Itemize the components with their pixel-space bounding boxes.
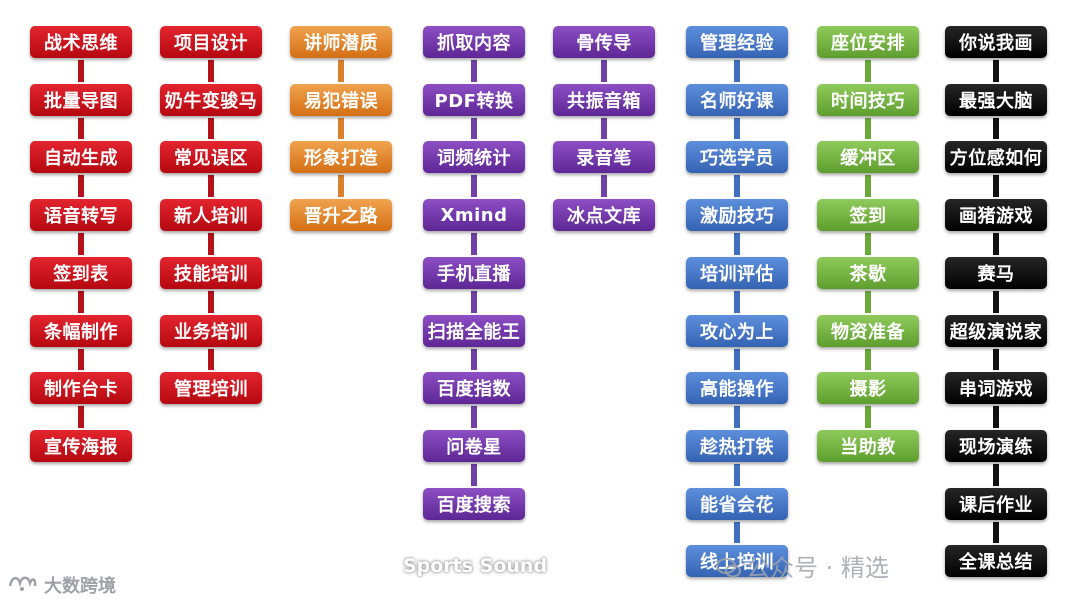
node-box: 技能培训 (160, 256, 262, 289)
node-box: 易犯错误 (290, 83, 392, 116)
node-box: 百度指数 (423, 372, 525, 405)
column-6: 管理经验名师好课巧选学员激励技巧培训评估攻心为上高能操作趁热打铁能省会花线上培训 (686, 0, 788, 607)
node-box: 批量导图 (30, 83, 132, 116)
column-3: 讲师潜质易犯错误形象打造晋升之路 (290, 0, 392, 607)
node-box: 能省会花 (686, 487, 788, 520)
node-box: 现场演练 (945, 429, 1047, 462)
connector-line (734, 42, 740, 562)
node-box: 抓取内容 (423, 26, 525, 58)
node-box: Xmind (423, 199, 525, 232)
node-box: 业务培训 (160, 314, 262, 347)
node-box: 课后作业 (945, 487, 1047, 520)
node-box: 冰点文库 (553, 199, 655, 232)
watermark-right: 公众号 · 精选 (716, 548, 889, 583)
column-7: 座位安排时间技巧缓冲区签到茶歇物资准备摄影当助教 (817, 0, 919, 607)
node-box: 战术思维 (30, 26, 132, 58)
node-box: 当助教 (817, 429, 919, 462)
node-box: 语音转写 (30, 199, 132, 232)
column-2: 项目设计奶牛变骏马常见误区新人培训技能培训业务培训管理培训 (160, 0, 262, 607)
watermark-left-text: 大数跨境 (44, 576, 116, 597)
column-1: 战术思维批量导图自动生成语音转写签到表条幅制作制作台卡宣传海报 (30, 0, 132, 607)
connector-line (338, 42, 344, 216)
column-4: 抓取内容 PDF转换词频统计 Xmind 手机直播扫描全能王百度指数问卷星百度搜索 (423, 0, 525, 607)
node-box: 画猪游戏 (945, 199, 1047, 232)
node-box: 制作台卡 (30, 372, 132, 405)
node-box: 晋升之路 (290, 199, 392, 232)
node-box: 赛马 (945, 256, 1047, 289)
node-box: 讲师潜质 (290, 26, 392, 58)
node-box: 管理培训 (160, 372, 262, 405)
node-box: 趁热打铁 (686, 429, 788, 462)
node-box: 你说我画 (945, 26, 1047, 58)
node-box: 攻心为上 (686, 314, 788, 347)
watermark-left: 大数跨境 (8, 572, 116, 598)
node-box: 物资准备 (817, 314, 919, 347)
node-box: 扫描全能王 (423, 314, 525, 347)
node-box: 词频统计 (423, 141, 525, 174)
node-box: 新人培训 (160, 199, 262, 232)
node-box: 自动生成 (30, 141, 132, 174)
node-box: 管理经验 (686, 26, 788, 58)
node-box: 共振音箱 (553, 83, 655, 116)
node-box: 缓冲区 (817, 141, 919, 174)
column-8: 你说我画最强大脑方位感如何画猪游戏赛马超级演说家串词游戏现场演练课后作业全课总结 (945, 0, 1047, 607)
node-box: 手机直播 (423, 256, 525, 289)
node-box: 常见误区 (160, 141, 262, 174)
node-box: 超级演说家 (945, 314, 1047, 347)
wechat-icon (716, 557, 742, 579)
node-box: 条幅制作 (30, 314, 132, 347)
node-box: 名师好课 (686, 83, 788, 116)
connector-line (865, 42, 871, 446)
node-box: 全课总结 (945, 545, 1047, 578)
node-box: 激励技巧 (686, 199, 788, 232)
node-box: 方位感如何 (945, 141, 1047, 174)
node-box: 摄影 (817, 372, 919, 405)
node-box: 时间技巧 (817, 83, 919, 116)
logo-icon (8, 574, 38, 597)
watermark-right-text: 公众号 · 精选 (746, 554, 889, 582)
node-box: 骨传导 (553, 26, 655, 58)
node-box: 最强大脑 (945, 83, 1047, 116)
node-box: 宣传海报 (30, 429, 132, 462)
node-box: 问卷星 (423, 429, 525, 462)
node-box: 签到 (817, 199, 919, 232)
node-box: 录音笔 (553, 141, 655, 174)
node-box: 项目设计 (160, 26, 262, 58)
node-box: 串词游戏 (945, 372, 1047, 405)
sports-sound-label: Sports Sound (402, 555, 548, 577)
connector-line (78, 42, 84, 446)
node-box: 茶歇 (817, 256, 919, 289)
node-box: 百度搜索 (423, 487, 525, 520)
node-box: PDF转换 (423, 83, 525, 116)
node-box: 高能操作 (686, 372, 788, 405)
node-box: 座位安排 (817, 26, 919, 58)
node-box: 巧选学员 (686, 141, 788, 174)
node-box: 形象打造 (290, 141, 392, 174)
connector-line (993, 42, 999, 562)
column-5: 骨传导共振音箱录音笔冰点文库 (553, 0, 655, 607)
connector-line (601, 42, 607, 216)
node-box: 培训评估 (686, 256, 788, 289)
node-box: 签到表 (30, 256, 132, 289)
node-box: 奶牛变骏马 (160, 83, 262, 116)
